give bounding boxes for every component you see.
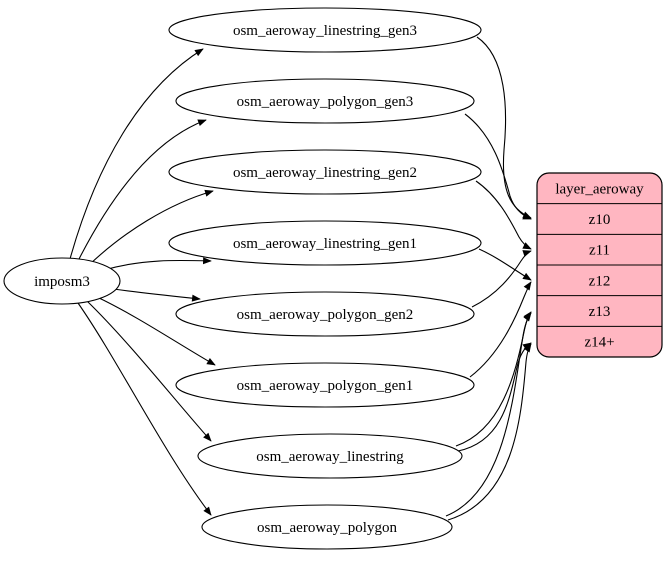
node-table-label: osm_aeroway_linestring_gen2: [233, 165, 417, 181]
node-table-osm_aeroway_linestring_gen2: osm_aeroway_linestring_gen2: [168, 149, 482, 195]
edge-osm_aeroway_polygon_gen2-to-layer_aeroway:z11: [471, 250, 532, 308]
node-table-osm_aeroway_polygon: osm_aeroway_polygon: [201, 504, 453, 550]
edge-osm_aeroway_polygon_gen1-to-layer_aeroway:z12: [469, 281, 532, 378]
edge-imposm3-to-osm_aeroway_polygon: [77, 302, 212, 516]
edges-layer: [69, 36, 532, 521]
edge-imposm3-to-osm_aeroway_linestring: [86, 300, 212, 442]
node-table-label: osm_aeroway_polygon_gen2: [237, 307, 414, 323]
edge-osm_aeroway_linestring_gen1-to-layer_aeroway:z12: [478, 248, 532, 281]
layer-row-label: z10: [589, 212, 611, 228]
edge-osm_aeroway_linestring_gen3-to-layer_aeroway:z10: [476, 36, 532, 219]
edge-imposm3-to-osm_aeroway_linestring_gen1: [103, 257, 212, 271]
layer-header-label: layer_aeroway: [555, 181, 644, 197]
node-table-label: osm_aeroway_linestring: [256, 449, 404, 465]
node-table-label: osm_aeroway_polygon_gen3: [237, 94, 414, 110]
layer-row-label: z12: [589, 273, 611, 289]
node-table-osm_aeroway_polygon_gen3: osm_aeroway_polygon_gen3: [175, 78, 475, 124]
layer-row-label: z14+: [584, 335, 614, 351]
node-table-label: osm_aeroway_polygon_gen1: [237, 378, 414, 394]
edge-osm_aeroway_polygon_gen3-to-layer_aeroway:z10: [464, 113, 532, 220]
node-table-label: osm_aeroway_linestring_gen3: [233, 23, 417, 39]
nodes-layer: imposm3 osm_aeroway_linestring_gen3 osm_ae…: [3, 7, 663, 550]
node-source: imposm3: [3, 257, 121, 305]
edge-imposm3-to-osm_aeroway_linestring_gen2: [88, 189, 214, 266]
edge-osm_aeroway_polygon-to-layer_aeroway:z13: [445, 312, 532, 517]
edge-osm_aeroway_linestring-to-layer_aeroway:z14+: [457, 342, 532, 452]
layer-row-label: z11: [589, 243, 610, 259]
node-source-label: imposm3: [34, 274, 90, 290]
node-table-osm_aeroway_polygon_gen1: osm_aeroway_polygon_gen1: [175, 362, 475, 408]
node-layer-aeroway: layer_aeroway z10 z11 z12 z13 z14+: [536, 172, 663, 358]
edge-imposm3-to-osm_aeroway_polygon_gen1: [96, 296, 216, 366]
edge-osm_aeroway_polygon-to-layer_aeroway:z14+: [447, 343, 532, 521]
node-table-label: osm_aeroway_linestring_gen1: [233, 236, 417, 252]
edge-imposm3-to-osm_aeroway_polygon_gen2: [112, 288, 201, 302]
node-table-osm_aeroway_polygon_gen2: osm_aeroway_polygon_gen2: [175, 291, 475, 337]
edge-imposm3-to-osm_aeroway_polygon_gen3: [77, 119, 207, 262]
node-table-label: osm_aeroway_polygon: [257, 520, 397, 536]
edge-osm_aeroway_linestring_gen2-to-layer_aeroway:z11: [475, 180, 532, 250]
node-table-osm_aeroway_linestring_gen1: osm_aeroway_linestring_gen1: [168, 220, 482, 266]
node-table-osm_aeroway_linestring_gen3: osm_aeroway_linestring_gen3: [168, 7, 482, 53]
node-table-osm_aeroway_linestring: osm_aeroway_linestring: [197, 433, 463, 479]
edge-imposm3-to-osm_aeroway_linestring_gen3: [69, 48, 204, 260]
layer-row-label: z13: [589, 304, 611, 320]
